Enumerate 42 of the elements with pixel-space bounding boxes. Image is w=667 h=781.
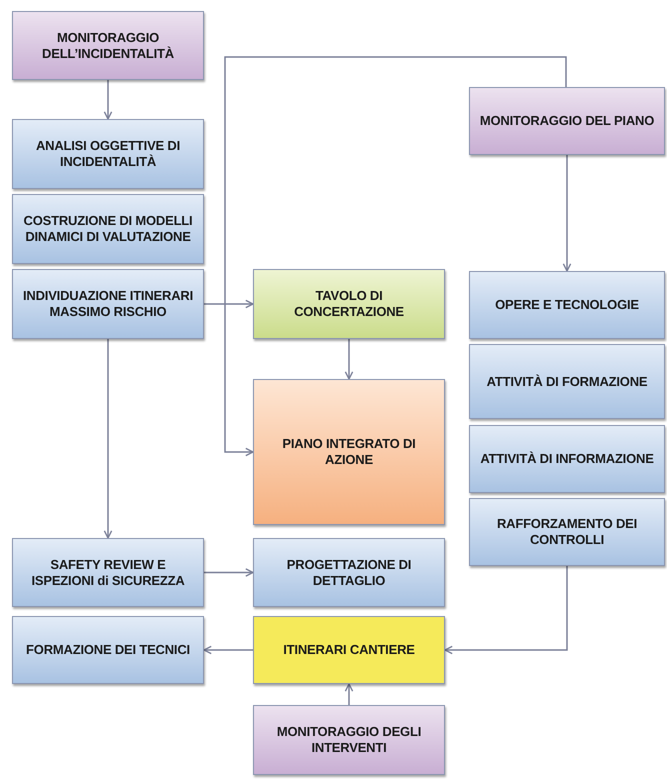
box-label: ATTIVITÀ DI FORMAZIONE <box>486 374 648 390</box>
process-box <box>253 538 445 607</box>
arrow <box>224 56 567 456</box>
box-label: MONITORAGGIO DEL PIANO <box>480 113 654 129</box>
box-label: FORMAZIONE DEI TECNICI <box>26 642 190 658</box>
box-label: COSTRUZIONE DI MODELLI DINAMICI DI VALUTAZIONE <box>22 213 194 245</box>
process-box <box>469 87 665 155</box>
process-box <box>253 616 445 684</box>
arrow <box>104 339 112 539</box>
process-box <box>469 425 665 493</box>
process-box <box>253 705 445 775</box>
process-box <box>12 616 204 684</box>
arrow <box>104 80 112 120</box>
box-label: PROGETTAZIONE DI DETTAGLIO <box>286 556 412 588</box>
box-label: PIANO INTEGRATO DI AZIONE <box>281 436 417 468</box>
process-box <box>469 271 665 339</box>
arrow <box>203 646 253 654</box>
box-label: TAVOLO DI CONCERTAZIONE <box>293 288 405 320</box>
process-box <box>12 11 204 80</box>
process-box <box>12 119 204 189</box>
box-label: OPERE E TECNOLOGIE <box>495 297 639 313</box>
box-label: INDIVIDUAZIONE ITINERARI MASSIMO RISCHIO <box>22 288 194 320</box>
arrow <box>444 566 568 654</box>
process-box <box>12 538 204 607</box>
arrow <box>204 300 254 308</box>
arrow <box>562 155 572 272</box>
box-label: MONITORAGGIO DEGLI INTERVENTI <box>276 724 422 756</box>
box-label: MONITORAGGIO DELL’INCIDENTALITÀ <box>41 30 175 62</box>
process-box <box>253 379 445 525</box>
process-box <box>12 269 204 339</box>
arrow <box>344 683 354 705</box>
box-label: ITINERARI CANTIERE <box>283 642 415 658</box>
process-box <box>469 344 665 419</box>
process-box <box>469 498 665 566</box>
box-label: ANALISI OGGETTIVE DI INCIDENTALITÀ <box>34 138 182 170</box>
box-label: SAFETY REVIEW E ISPEZIONI di SICUREZZA <box>30 556 186 588</box>
arrow <box>344 339 354 380</box>
arrow <box>204 568 254 577</box>
process-box <box>253 269 445 339</box>
process-box <box>12 194 204 264</box>
box-label: RAFFORZAMENTO DEI CONTROLLI <box>496 516 638 548</box>
box-label: ATTIVITÀ DI INFORMAZIONE <box>480 451 654 467</box>
